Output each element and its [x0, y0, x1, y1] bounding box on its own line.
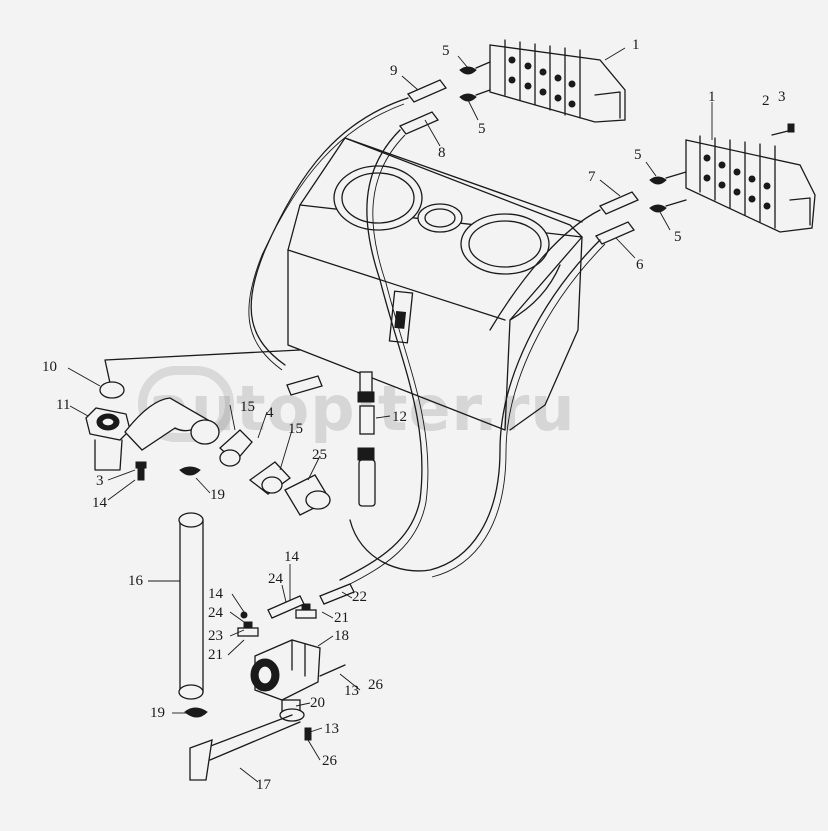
- control-valve-upper: [489, 39, 626, 123]
- callout-22: 22: [352, 589, 367, 605]
- callout-5: 5: [442, 43, 450, 59]
- callout-6: 6: [636, 257, 644, 273]
- hydraulic-pump: [184, 583, 355, 781]
- callout-19: 19: [150, 705, 165, 721]
- hydraulic-tank: [287, 137, 583, 431]
- callout-21: 21: [208, 647, 223, 663]
- callout-25: 25: [312, 447, 327, 463]
- callout-20: 20: [310, 695, 325, 711]
- callout-2: 2: [762, 93, 770, 109]
- callout-7: 7: [588, 169, 596, 185]
- callout-3: 3: [96, 473, 104, 489]
- callout-8: 8: [438, 145, 446, 161]
- callout-9: 9: [390, 63, 398, 79]
- callout-3: 3: [778, 89, 786, 105]
- callout-12: 12: [392, 409, 407, 425]
- callout-11: 11: [56, 397, 71, 413]
- control-valve-lower: [685, 123, 816, 233]
- callout-26: 26: [368, 677, 383, 693]
- callout-15: 15: [288, 421, 303, 437]
- callout-21: 21: [334, 610, 349, 626]
- callout-26: 26: [322, 753, 337, 769]
- callout-19: 19: [210, 487, 225, 503]
- callout-1: 1: [632, 37, 640, 53]
- callout-16: 16: [128, 573, 143, 589]
- callout-18: 18: [334, 628, 349, 644]
- callout-13: 13: [324, 721, 339, 737]
- callout-15: 15: [240, 399, 255, 415]
- callout-5: 5: [674, 229, 682, 245]
- suction-assembly: [85, 381, 331, 516]
- callout-24: 24: [268, 571, 283, 587]
- callout-4: 4: [266, 405, 274, 421]
- watermark-logo: [138, 366, 234, 442]
- leader-lines: [67, 47, 713, 783]
- callout-17: 17: [256, 777, 271, 793]
- callout-23: 23: [208, 628, 223, 644]
- center-fittings: [286, 371, 376, 507]
- callout-24: 24: [208, 605, 223, 621]
- callout-10: 10: [42, 359, 57, 375]
- callout-5: 5: [634, 147, 642, 163]
- callout-14: 14: [92, 495, 107, 511]
- hoses: [104, 97, 606, 587]
- callout-14: 14: [208, 586, 223, 602]
- callout-13: 13: [344, 683, 359, 699]
- callout-1: 1: [708, 89, 716, 105]
- pipe-16: [178, 512, 204, 700]
- callout-14: 14: [284, 549, 299, 565]
- hose-fittings: [398, 61, 687, 245]
- callout-5: 5: [478, 121, 486, 137]
